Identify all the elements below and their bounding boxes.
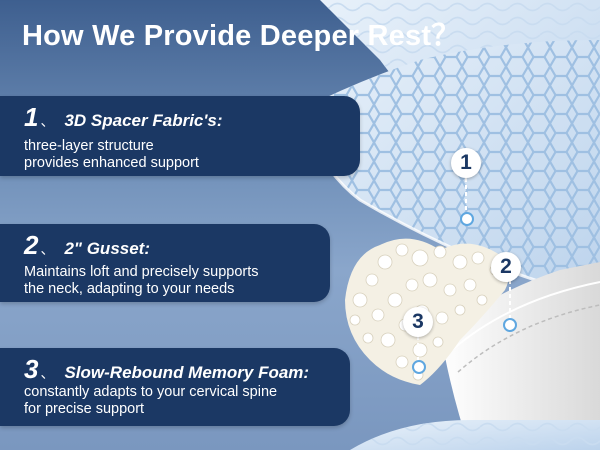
feature-description-line: constantly adapts to your cervical spine (24, 384, 278, 400)
feature-description: three-layer structure provides enhanced … (24, 138, 354, 172)
feature-title-row: 2、 2" Gusset: (24, 230, 150, 261)
feature-panel-memory-foam: 3、 Slow-Rebound Memory Foam: constantly a… (0, 348, 350, 426)
feature-description-line: the neck, adapting to your needs (24, 281, 235, 297)
page-title: How We Provide Deeper Rest？ (22, 20, 461, 52)
feature-number: 1 (24, 102, 39, 132)
callout-badge-2: 2 (491, 252, 521, 282)
callout-badge-3: 3 (403, 307, 433, 337)
callout-badge-1: 1 (451, 148, 481, 178)
feature-description-line: three-layer structure (24, 138, 154, 154)
feature-separator: 、 (40, 365, 55, 381)
feature-description-line: Maintains loft and precisely supports (24, 264, 259, 280)
feature-title: 3D Spacer Fabric's: (64, 111, 223, 130)
feature-number: 3 (24, 354, 39, 384)
feature-panel-gusset: 2、 2" Gusset: Maintains loft and precisel… (0, 224, 330, 302)
feature-title-row: 3、 Slow-Rebound Memory Foam: (24, 354, 309, 385)
callout-dot-3 (412, 360, 426, 374)
callout-dot-2 (503, 318, 517, 332)
feature-title: 2" Gusset: (64, 239, 150, 258)
feature-description-line: provides enhanced support (24, 155, 199, 171)
feature-number: 2 (24, 230, 39, 260)
feature-separator: 、 (40, 113, 55, 129)
feature-title-row: 1、 3D Spacer Fabric's: (24, 102, 223, 133)
feature-description: Maintains loft and precisely supports th… (24, 264, 354, 298)
feature-panel-spacer-fabric: 1、 3D Spacer Fabric's: three-layer struct… (0, 96, 360, 176)
feature-separator: 、 (40, 241, 55, 257)
feature-title: Slow-Rebound Memory Foam: (64, 363, 310, 382)
feature-description: constantly adapts to your cervical spine… (24, 384, 354, 418)
callout-dot-1 (460, 212, 474, 226)
feature-description-line: for precise support (24, 401, 145, 417)
